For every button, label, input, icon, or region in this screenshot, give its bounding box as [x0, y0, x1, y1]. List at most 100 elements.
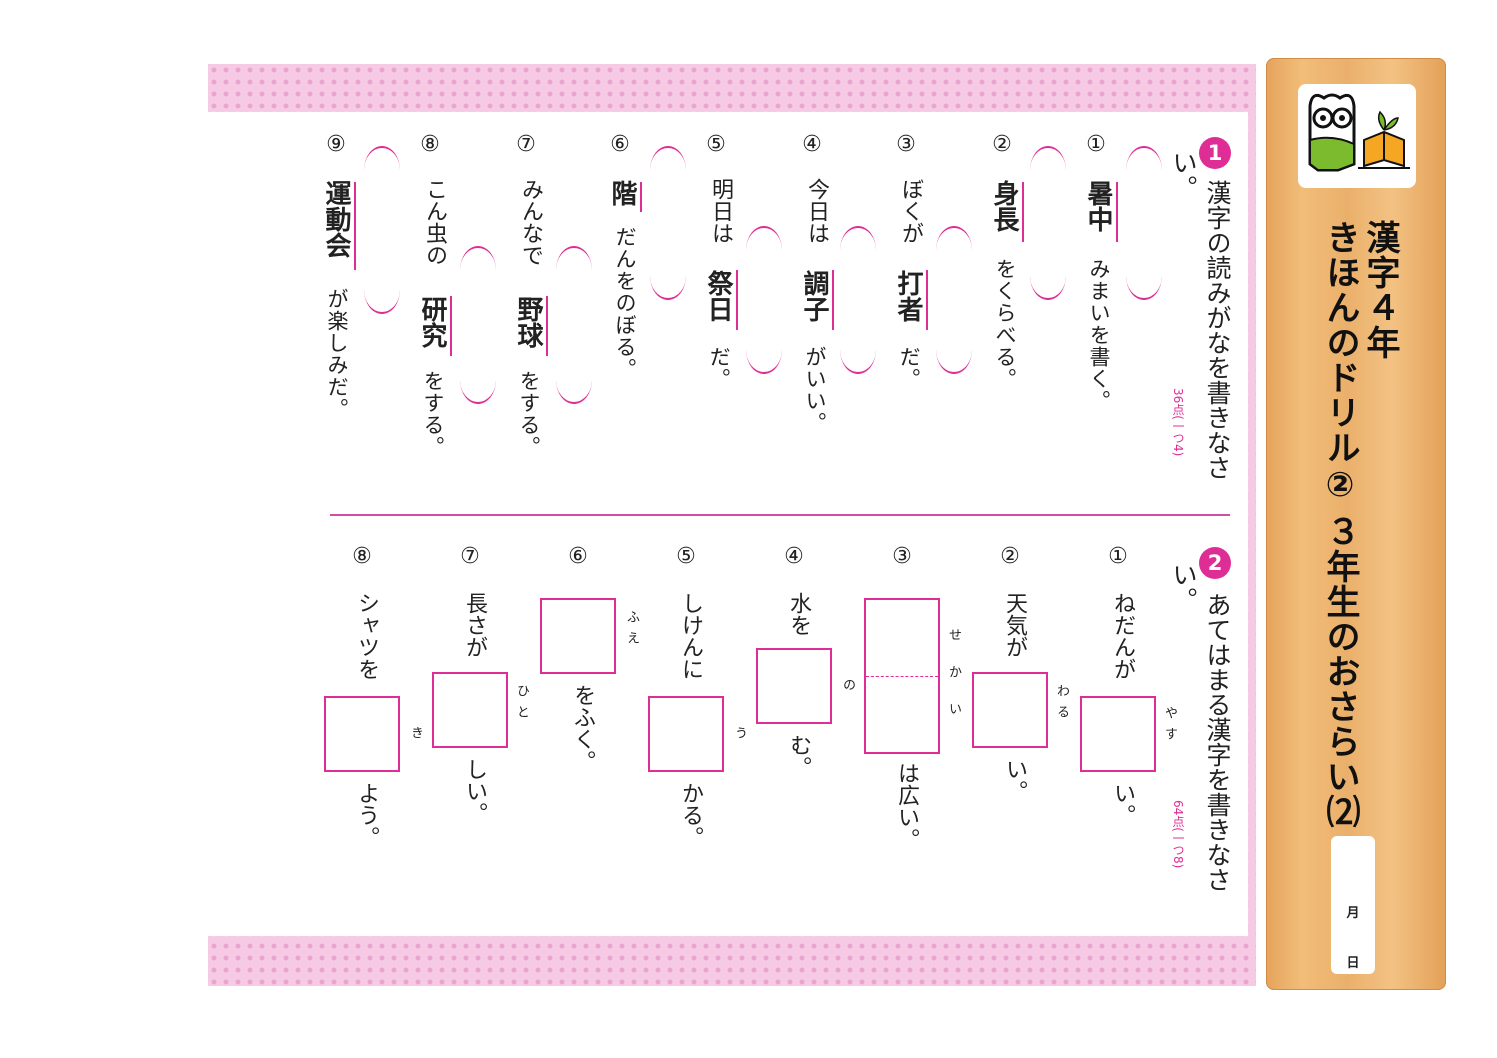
- s1-q1-paren-open: [1126, 146, 1162, 170]
- s1-q6-paren-open: [650, 146, 686, 170]
- s1-q8-before: こん虫の: [422, 178, 447, 266]
- s1-q8-kanji: 研究: [417, 296, 447, 348]
- s2-q5-before: しけんに: [678, 592, 703, 680]
- s2-q6-furigana: ふえ: [624, 610, 639, 652]
- s2-q8-answer-box[interactable]: [324, 696, 400, 772]
- s1-q7-kanji: 野球: [513, 296, 543, 348]
- s1-q2-underline: [1022, 182, 1024, 242]
- section-2-instruction-end: い。: [1169, 562, 1198, 612]
- section-1-instruction-end: い。: [1169, 150, 1198, 200]
- s2-q6-number: ⑥: [568, 544, 588, 569]
- s2-q6-answer-box[interactable]: [540, 598, 616, 674]
- s1-q9-rest: が楽しみだ。: [325, 288, 349, 420]
- grade-title: 漢字４年: [1360, 220, 1400, 360]
- s1-q9-number: ⑨: [326, 132, 346, 157]
- s2-q5-answer-box[interactable]: [648, 696, 724, 772]
- s2-q7-after: しい。: [462, 758, 487, 824]
- s2-q4-number: ④: [784, 544, 804, 569]
- s1-q4-underline: [832, 270, 834, 330]
- s1-q1-paren-close: [1126, 276, 1162, 300]
- s2-q3-after: は広い。: [894, 762, 919, 850]
- s1-q7-before: みんなで: [518, 178, 543, 266]
- drill-title: きほんのドリル②: [1320, 220, 1360, 506]
- s1-q5-paren-close: [746, 350, 782, 374]
- s2-q3-furigana: せかい: [946, 628, 961, 739]
- s1-q5-before: 明日は: [708, 178, 733, 244]
- s2-q5-number: ⑤: [676, 544, 696, 569]
- section-1-points: 36点(一つ4): [1171, 388, 1185, 457]
- s2-q2-answer-box[interactable]: [972, 672, 1048, 748]
- s1-q1-kanji: 暑中: [1083, 180, 1113, 232]
- s2-q1-answer-box[interactable]: [1080, 696, 1156, 772]
- s1-q4-kanji: 調子: [799, 270, 829, 322]
- section-divider: [330, 514, 1230, 516]
- s1-q6-rest: だんをのぼる。: [613, 226, 637, 380]
- s2-q4-before: 水を: [786, 592, 811, 636]
- s1-q7-paren-close: [556, 380, 592, 404]
- s2-q5-after: かる。: [678, 782, 703, 848]
- s1-q3-number: ③: [896, 132, 916, 157]
- s1-q4-paren-close: [840, 350, 876, 374]
- s1-q3-underline: [926, 270, 928, 330]
- top-scallop-edge: [208, 106, 1248, 118]
- s1-q3-paren-open: [936, 226, 972, 250]
- s2-q7-number: ⑦: [460, 544, 480, 569]
- s2-q1-furigana: やす: [1162, 706, 1177, 748]
- s1-q7-rest: をする。: [517, 370, 541, 458]
- s2-q2-furigana: わる: [1054, 684, 1069, 726]
- s2-q3-number: ③: [892, 544, 912, 569]
- section-2-instruction: あてはまる漢字を書きなさ: [1203, 592, 1232, 892]
- s2-q2-after: い。: [1002, 758, 1027, 802]
- s2-q4-furigana: の: [840, 678, 855, 699]
- s2-q4-answer-box[interactable]: [756, 648, 832, 724]
- s1-q3-kanji: 打者: [893, 270, 923, 322]
- s2-q3-answer-box[interactable]: [864, 598, 940, 754]
- section-2-points: 64点(一つ8): [1171, 800, 1185, 869]
- month-label: 月: [1346, 906, 1360, 921]
- s2-q1-after: い。: [1110, 782, 1135, 826]
- s1-q9-underline: [354, 182, 356, 270]
- s1-q5-underline: [736, 270, 738, 330]
- s1-q3-before: ぼくが: [898, 178, 923, 244]
- s1-q1-number: ①: [1086, 132, 1106, 157]
- s2-q8-after: よう。: [354, 782, 379, 848]
- s1-q2-paren-open: [1030, 146, 1066, 170]
- bottom-scallop-edge: [208, 930, 1248, 942]
- s1-q5-rest: だ。: [707, 346, 731, 390]
- s1-q4-number: ④: [802, 132, 822, 157]
- s2-q8-furigana: き: [408, 726, 423, 747]
- s1-q8-underline: [450, 296, 452, 356]
- s1-q5-number: ⑤: [706, 132, 726, 157]
- title-board: [1266, 58, 1446, 990]
- s1-q5-kanji: 祭日: [703, 270, 733, 322]
- s2-q6-after: をふく。: [570, 684, 595, 772]
- s1-q4-rest: がいい。: [803, 346, 827, 434]
- s2-q4-after: む。: [786, 734, 811, 778]
- day-label: 日: [1346, 956, 1360, 971]
- s2-q2-number: ②: [1000, 544, 1020, 569]
- s1-q2-paren-close: [1030, 276, 1066, 300]
- s1-q9-paren-open: [364, 146, 400, 170]
- section-1-instruction: 漢字の読みがなを書きなさ: [1203, 180, 1232, 480]
- s1-q7-paren-open: [556, 246, 592, 270]
- s1-q4-before: 今日は: [804, 178, 829, 244]
- s1-q6-paren-close: [650, 276, 686, 300]
- s2-q8-number: ⑧: [352, 544, 372, 569]
- s1-q8-rest: をする。: [421, 370, 445, 458]
- section-2-number: 2: [1199, 547, 1231, 579]
- s1-q9-kanji: 運動会: [321, 180, 351, 258]
- s1-q8-paren-open: [460, 246, 496, 270]
- s1-q7-number: ⑦: [516, 132, 536, 157]
- date-box[interactable]: 月 日: [1331, 836, 1375, 974]
- s2-q1-number: ①: [1108, 544, 1128, 569]
- s1-q4-paren-open: [840, 226, 876, 250]
- s1-q8-number: ⑧: [420, 132, 440, 157]
- s1-q2-number: ②: [992, 132, 1012, 157]
- s1-q9-paren-close: [364, 290, 400, 314]
- s2-q1-before: ねだんが: [1110, 592, 1135, 680]
- s1-q6-kanji: 階: [607, 180, 637, 206]
- s1-q7-underline: [546, 296, 548, 356]
- s1-q6-number: ⑥: [610, 132, 630, 157]
- s1-q3-rest: だ。: [897, 346, 921, 390]
- s2-q7-answer-box[interactable]: [432, 672, 508, 748]
